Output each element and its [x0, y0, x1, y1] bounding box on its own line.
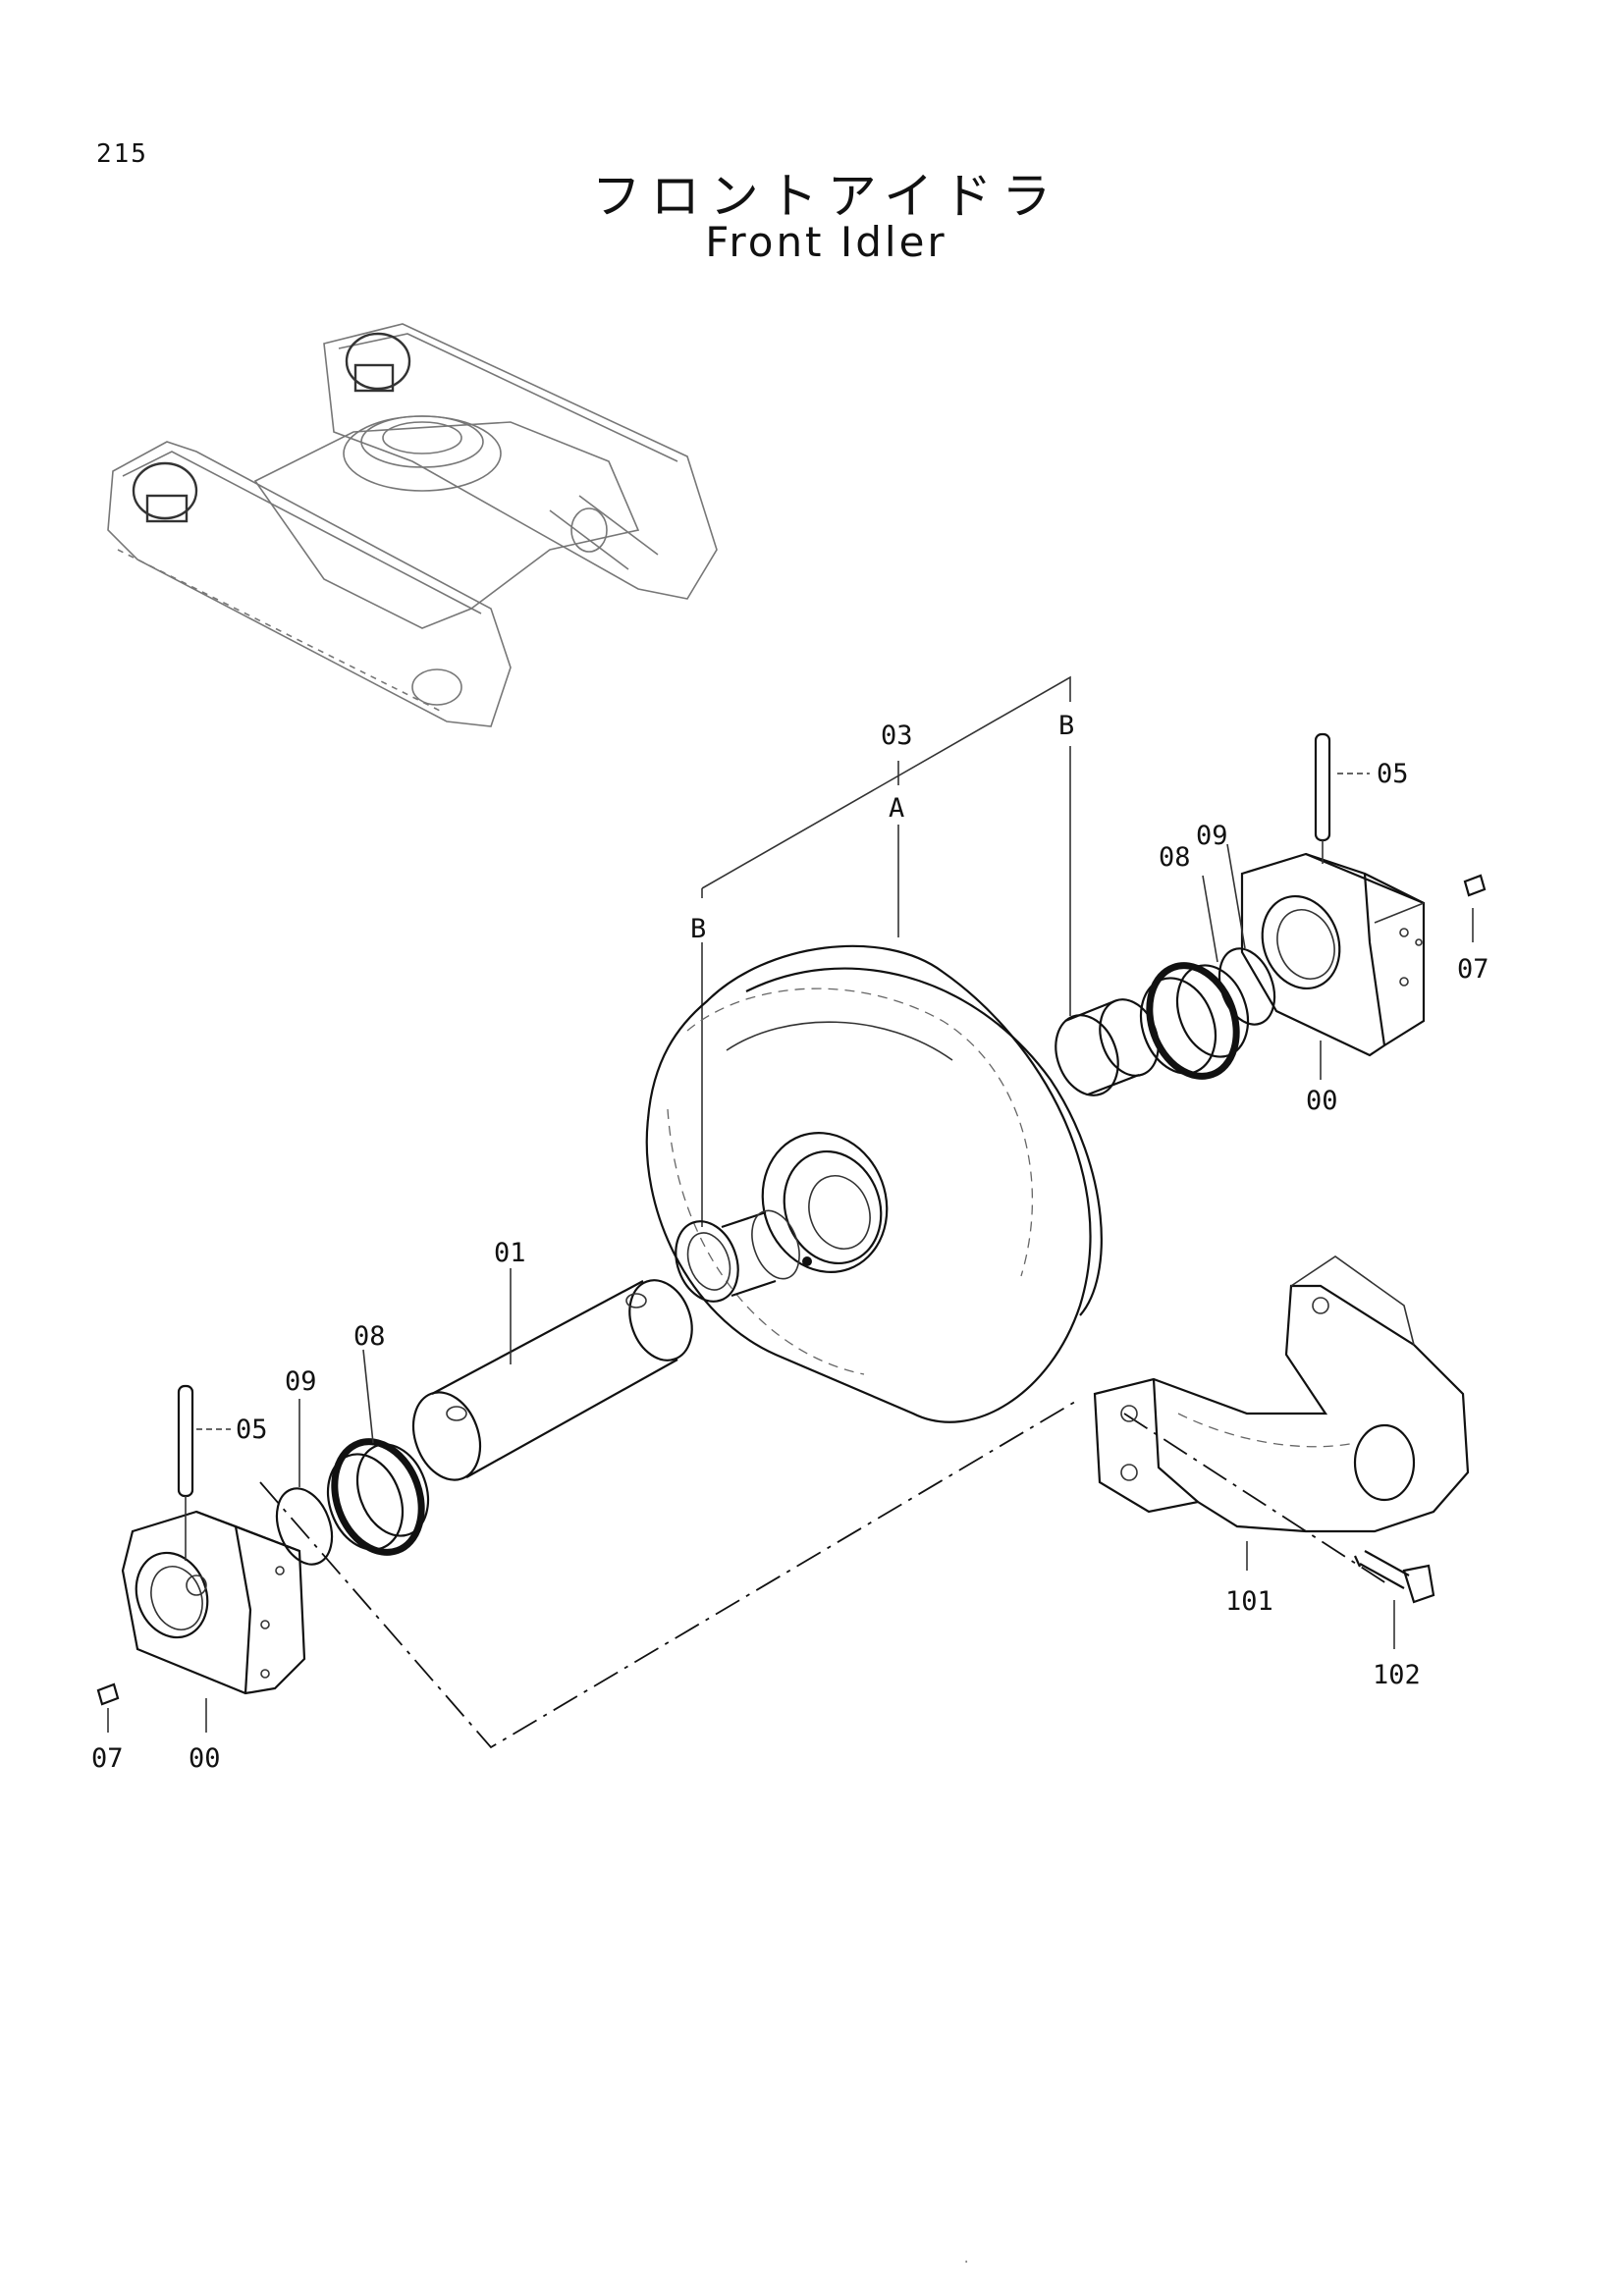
callout-00-right: 00: [1306, 1086, 1338, 1116]
callout-08-left: 08: [353, 1321, 386, 1352]
bolt-drawing: [1353, 1550, 1435, 1604]
callout-08-right: 08: [1159, 842, 1191, 873]
callout-07-right: 07: [1457, 954, 1489, 985]
floating-seal-right-drawing: [1139, 962, 1250, 1080]
callout-B-left: B: [690, 914, 706, 944]
plug-left-drawing: [96, 1682, 120, 1706]
callout-09-right: 09: [1196, 821, 1228, 851]
callout-102: 102: [1373, 1660, 1421, 1690]
callout-05-right: 05: [1377, 759, 1409, 789]
support-block-right-drawing: [1240, 852, 1426, 1057]
bracket-drawing: [1093, 1255, 1470, 1533]
callout-00-left: 00: [189, 1743, 221, 1774]
pin-left-drawing: [177, 1384, 194, 1561]
callout-01: 01: [494, 1238, 526, 1268]
pin-right-drawing: [1314, 732, 1331, 864]
callout-09-left: 09: [285, 1366, 317, 1397]
o-ring-left-drawing: [275, 1487, 334, 1566]
shaft-drawing: [411, 1279, 693, 1481]
callout-07-left: 07: [91, 1743, 124, 1774]
support-block-left-drawing: [121, 1510, 306, 1695]
callout-B-top: B: [1058, 711, 1074, 741]
footer-mark: .: [962, 2251, 970, 2267]
reference-lines: [259, 675, 1390, 1749]
floating-seal-left-drawing: [326, 1438, 430, 1556]
callout-03: 03: [881, 721, 913, 751]
idler-wheel-drawing: [645, 944, 1103, 1423]
undercarriage-overview-drawing: [107, 323, 718, 727]
leader-lines: [107, 773, 1474, 1733]
bushing-left-drawing: [675, 1209, 800, 1303]
callout-101: 101: [1225, 1586, 1273, 1617]
page-number: 215: [96, 139, 148, 169]
page-title-japanese: フロントアイドラ: [591, 168, 1061, 225]
o-ring-right-drawing: [1217, 947, 1276, 1026]
plug-right-drawing: [1463, 874, 1487, 897]
callout-05-left: 05: [236, 1415, 268, 1445]
page-title-english: Front Idler: [705, 218, 947, 266]
callout-A: A: [889, 793, 904, 824]
